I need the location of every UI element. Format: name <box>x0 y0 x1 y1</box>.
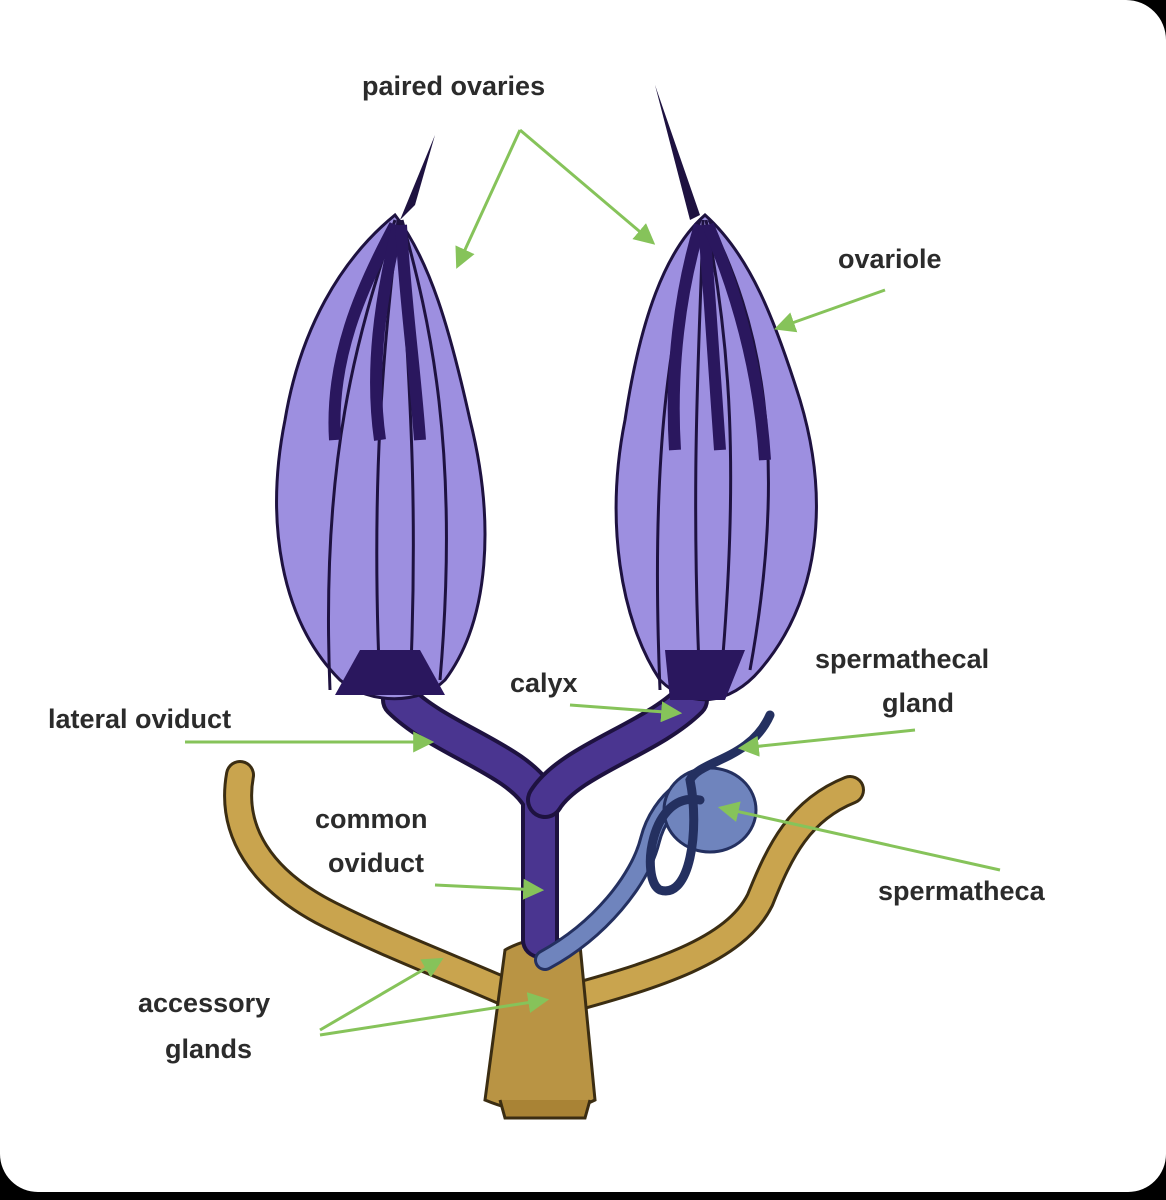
label-spermatheca: spermatheca <box>878 876 1046 906</box>
label-spermathecal: spermathecal <box>815 644 989 674</box>
label-ovariole: ovariole <box>838 244 942 274</box>
label-accessory: accessory <box>138 988 270 1018</box>
ovary-left <box>277 135 485 699</box>
label-paired-ovaries: paired ovaries <box>362 71 545 101</box>
label-oviduct: oviduct <box>328 848 424 878</box>
ovary-right <box>616 85 816 700</box>
label-glands: glands <box>165 1034 252 1064</box>
label-calyx: calyx <box>510 668 578 698</box>
label-lateral-oviduct: lateral oviduct <box>48 704 231 734</box>
label-common: common <box>315 804 428 834</box>
label-gland: gland <box>882 688 954 718</box>
